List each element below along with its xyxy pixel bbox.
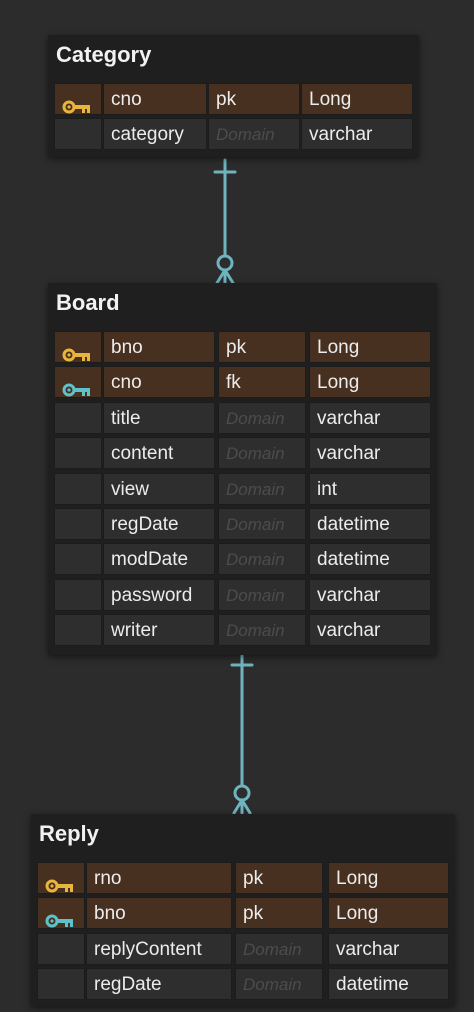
column-name: regDate (103, 508, 215, 540)
key-icon-cell (37, 968, 85, 1000)
key-icon-cell (54, 437, 102, 469)
column-name: title (103, 402, 215, 434)
entity-title: Board (56, 290, 120, 315)
column-name: password (103, 579, 215, 611)
column-name: rno (86, 862, 232, 894)
column-type: varchar (309, 402, 431, 434)
column-type: varchar (309, 614, 431, 646)
column-type: varchar (309, 437, 431, 469)
column-key: Domain (218, 473, 306, 505)
column-name: bno (86, 897, 232, 929)
column-name: replyContent (86, 933, 232, 965)
primary-key-icon (62, 341, 92, 362)
column-key: Domain (218, 402, 306, 434)
primary-key-icon (62, 93, 92, 114)
key-icon-cell (37, 862, 85, 894)
column-type: Long (328, 897, 449, 929)
column-key: Domain (218, 614, 306, 646)
column-key: Domain (218, 543, 306, 575)
column-key: Domain (208, 118, 300, 150)
key-icon-cell (54, 508, 102, 540)
column-key: Domain (218, 508, 306, 540)
column-name: bno (103, 331, 215, 363)
column-key: pk (208, 83, 300, 115)
column-type: Long (309, 366, 431, 398)
column-type: datetime (328, 968, 449, 1000)
foreign-key-icon (45, 907, 75, 928)
relationship-board-reply (230, 654, 254, 815)
column-name: regDate (86, 968, 232, 1000)
entity-title: Reply (39, 821, 99, 846)
column-key: fk (218, 366, 306, 398)
column-type: varchar (301, 118, 413, 150)
column-name: cno (103, 83, 207, 115)
key-icon-cell (54, 366, 102, 398)
key-icon-cell (54, 331, 102, 363)
column-name: category (103, 118, 207, 150)
key-icon-cell (37, 933, 85, 965)
key-icon-cell (54, 473, 102, 505)
entity-title: Category (56, 42, 152, 67)
column-key: pk (235, 862, 323, 894)
column-name: modDate (103, 543, 215, 575)
column-key: Domain (218, 437, 306, 469)
column-type: varchar (328, 933, 449, 965)
column-name: writer (103, 614, 215, 646)
column-name: view (103, 473, 215, 505)
column-type: Long (309, 331, 431, 363)
key-icon-cell (37, 897, 85, 929)
key-icon-cell (54, 614, 102, 646)
column-key: Domain (235, 933, 323, 965)
column-type: datetime (309, 508, 431, 540)
column-type: Long (301, 83, 413, 115)
primary-key-icon (45, 872, 75, 893)
column-key: Domain (235, 968, 323, 1000)
foreign-key-icon (62, 376, 92, 397)
column-type: datetime (309, 543, 431, 575)
column-type: int (309, 473, 431, 505)
key-icon-cell (54, 543, 102, 575)
key-icon-cell (54, 118, 102, 150)
relationship-category-board (213, 158, 237, 285)
key-icon-cell (54, 402, 102, 434)
column-name: cno (103, 366, 215, 398)
column-name: content (103, 437, 215, 469)
column-key: Domain (218, 579, 306, 611)
column-key: pk (218, 331, 306, 363)
key-icon-cell (54, 83, 102, 115)
column-type: varchar (309, 579, 431, 611)
column-key: pk (235, 897, 323, 929)
column-type: Long (328, 862, 449, 894)
key-icon-cell (54, 579, 102, 611)
